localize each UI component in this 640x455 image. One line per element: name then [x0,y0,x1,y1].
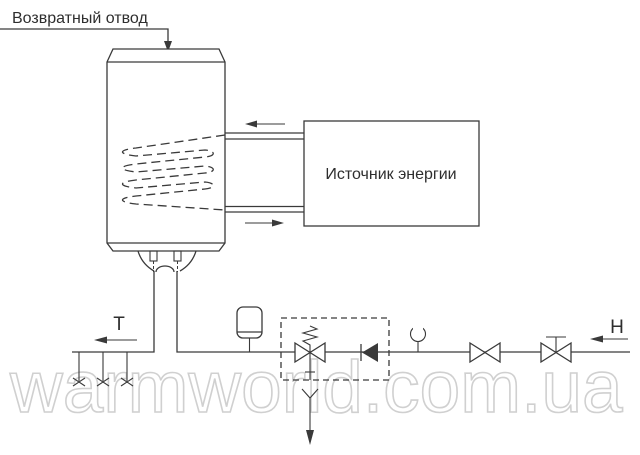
heater-stud-right [173,250,182,262]
flange-bump [155,265,175,273]
energy-source-outline [303,120,480,227]
hot-outlet-marker: Т [94,314,137,344]
expansion-vessel [236,306,263,352]
tank-body [106,48,226,252]
safety-group [280,317,390,381]
pipe-left-run [72,271,155,353]
cold-inlet-marker: Н [590,317,628,343]
cold-inlet-label: Н [610,317,624,338]
left-arrow-icon [94,336,107,344]
return-outlet-label: Возвратный отвод [12,10,148,27]
flow-arrow-right-icon [245,219,284,227]
draw-off-tap-icon [72,352,86,387]
flange-right [179,250,197,272]
air-vent-icon [409,325,427,352]
drain-funnel [301,388,319,445]
draw-off-taps [72,352,134,387]
draw-off-tap-icon [120,352,134,387]
energy-source-label: Источник энергии [325,166,456,183]
watermark-text: warmworld.com.ua [9,347,623,428]
down-arrow-icon [306,430,314,445]
left-arrow-icon [590,335,603,343]
safety-group-box [280,317,390,381]
heat-exchanger-coil [121,134,226,211]
energy-source-box: Источник энергии [303,120,480,227]
storage-tank [106,48,226,273]
primary-circuit-pipes [225,120,304,227]
down-arrow-icon [164,41,172,52]
flow-arrow-left-icon [245,120,285,128]
check-valve-icon [360,343,378,362]
return-outlet-callout: Возвратный отвод [0,10,172,52]
draw-off-tap-icon [96,352,110,387]
shut-off-valve-icon [469,341,501,364]
water-pipes [72,271,630,353]
flange-left [137,250,155,272]
heater-stud-left [149,250,158,262]
leader-line [0,28,169,43]
vessel-body [236,306,263,339]
safety-valve-icon [294,325,326,380]
shut-off-valve-handle-icon [540,336,572,364]
hot-outlet-label: Т [113,314,125,335]
